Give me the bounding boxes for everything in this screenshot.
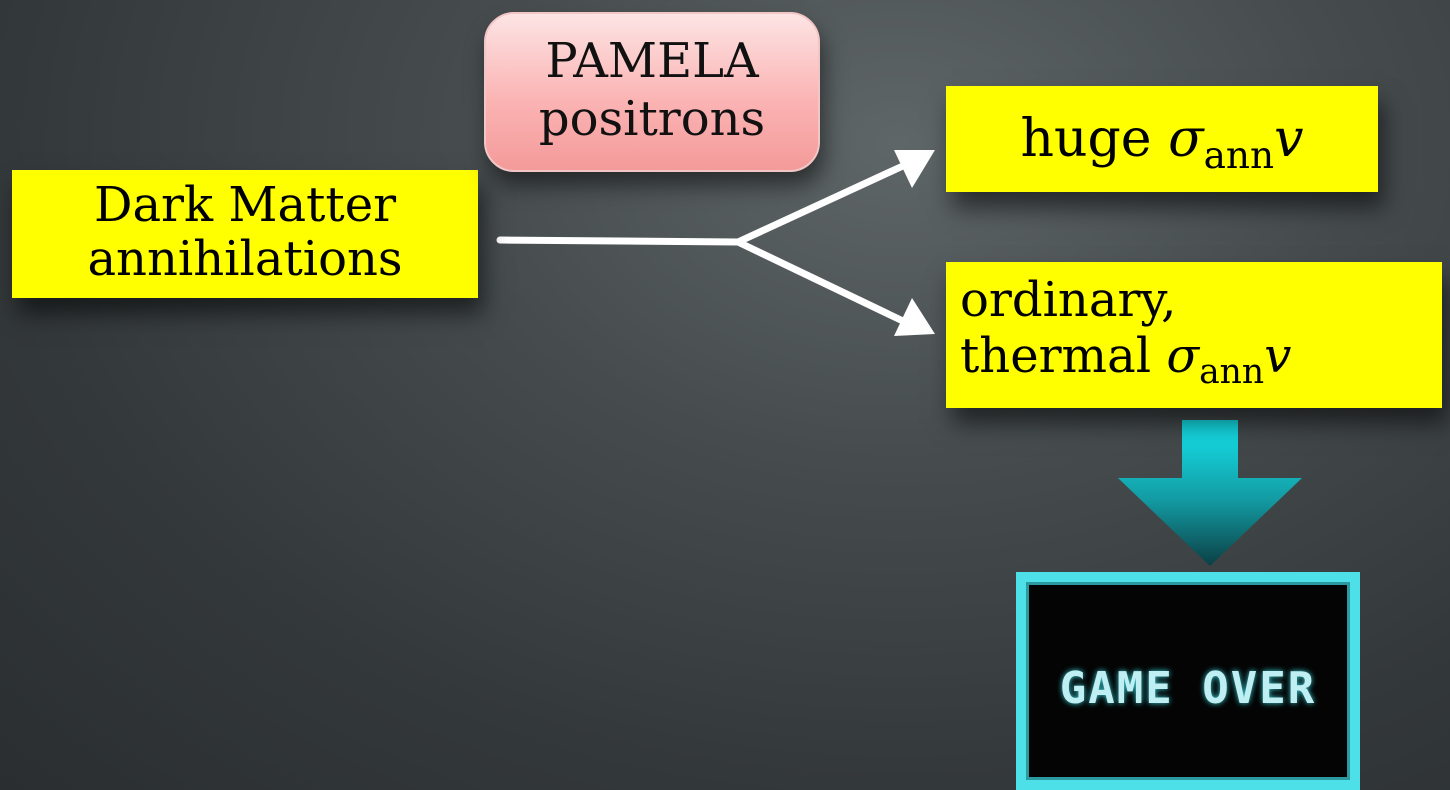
huge-sigma: σ [1168,109,1204,169]
thermal-formula: σannv [1166,328,1292,392]
branch-arrow [496,161,909,326]
game-over-label: GAME OVER [1059,662,1317,714]
thermal-line2: thermal σannv [960,328,1442,400]
thermal-prefix: thermal [960,328,1152,384]
branch-down-line [734,238,909,326]
source-line1: Dark Matter [93,177,397,233]
arrowhead-up-icon [894,150,935,188]
down-arrow-icon [1118,420,1302,566]
thermal-line1: ordinary, [960,272,1177,328]
huge-sub: ann [1203,132,1275,177]
pamela-positrons-tag: PAMELA positrons [484,12,820,172]
branch-stem [496,236,742,246]
arrowhead-down-icon [894,298,935,336]
game-over-panel: GAME OVER [1016,572,1360,790]
tag-line1: PAMELA [545,33,759,89]
thermal-sub: ann [1199,352,1265,393]
huge-cross-section-box: huge σannv [946,86,1378,192]
source-line2: annihilations [87,231,403,287]
huge-formula: σannv [1168,109,1304,177]
tag-line2: positrons [538,91,766,147]
thermal-cross-section-box: ordinary, thermal σannv [946,262,1442,408]
dark-matter-annihilations-box: Dark Matter annihilations [12,170,478,298]
game-over-screen: GAME OVER [1026,582,1350,780]
huge-v: v [1274,109,1304,169]
thermal-v: v [1264,328,1292,384]
thermal-sigma: σ [1166,328,1200,384]
huge-prefix: huge [1020,109,1152,169]
branch-up-line [734,161,909,246]
